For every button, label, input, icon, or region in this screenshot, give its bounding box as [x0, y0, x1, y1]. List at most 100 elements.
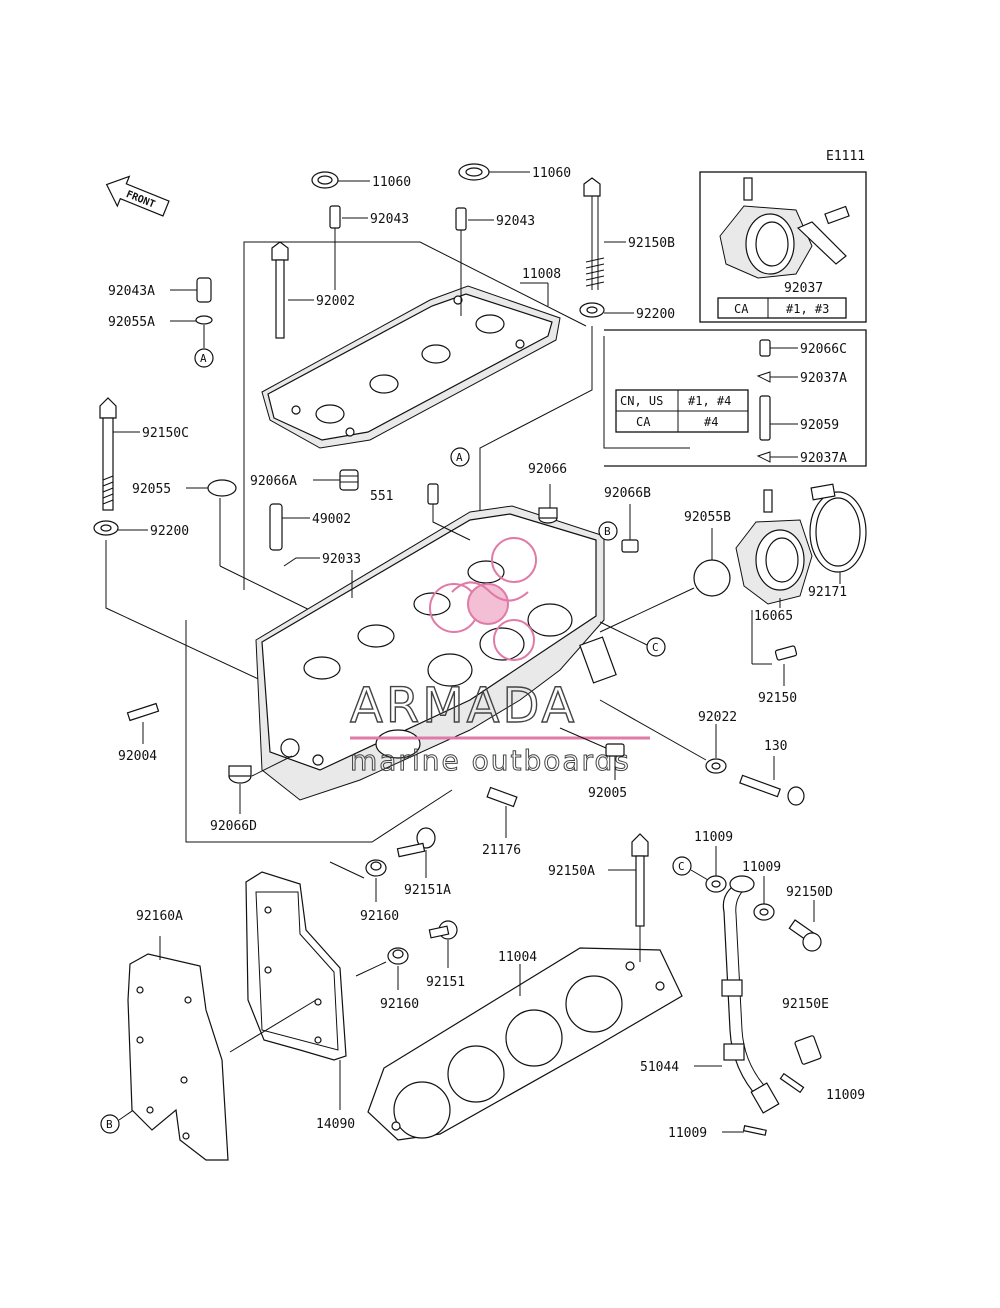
label-92043a: 92043A	[108, 284, 155, 299]
plug-part	[538, 484, 558, 524]
boundary-lines	[105, 241, 772, 843]
dowel-pin-part	[329, 205, 368, 290]
table-mid-region-2: CA	[636, 415, 651, 429]
bolt-part	[774, 645, 798, 686]
label-11009-c: 11009	[826, 1088, 865, 1103]
table-top-col2: #1, #3	[786, 302, 829, 316]
label-92004: 92004	[118, 749, 157, 764]
callout-marker-c: C	[672, 856, 709, 881]
label-92151a: 92151A	[404, 883, 451, 898]
label-92151: 92151	[426, 975, 465, 990]
head-gasket-part	[367, 947, 683, 1141]
table-mid-region-1: CN, US	[620, 394, 663, 408]
label-92037a-a: 92037A	[800, 371, 847, 386]
watermark: ARMADA marine outboards	[349, 537, 650, 778]
label-11009-a: 11009	[694, 830, 733, 845]
cylinder-head-part	[255, 505, 617, 801]
bolt-part	[271, 241, 314, 339]
label-51044: 51044	[640, 1060, 679, 1075]
gasket-cover-part	[229, 871, 347, 1110]
label-92150b: 92150B	[628, 236, 675, 251]
svg-text:B: B	[604, 525, 611, 538]
clamp-part	[809, 483, 867, 584]
label-92150d: 92150D	[786, 885, 833, 900]
bolt-part	[739, 756, 805, 806]
camshaft-holder-part	[261, 285, 561, 449]
label-11060-a: 11060	[372, 175, 411, 190]
label-92150c: 92150C	[142, 426, 189, 441]
bolt-part	[428, 920, 458, 968]
label-92059: 92059	[800, 418, 839, 433]
label-92066a: 92066A	[250, 474, 297, 489]
svg-text:A: A	[456, 451, 463, 464]
label-92066b: 92066B	[604, 486, 651, 501]
plug-part	[779, 1035, 822, 1094]
seal-ring-part	[458, 163, 530, 181]
label-14090: 14090	[316, 1117, 355, 1132]
collar-part	[355, 947, 409, 990]
label-92066: 92066	[528, 462, 567, 477]
label-92160-b: 92160	[380, 997, 419, 1012]
label-11060-b: 11060	[532, 166, 571, 181]
plug-part	[621, 504, 639, 553]
variant-frame-mid: CN, US #1, #4 CA #4 92066C 92037A 92059 …	[604, 329, 867, 467]
hose-part	[694, 875, 780, 1114]
svg-text:B: B	[106, 1118, 113, 1131]
watermark-logo-icon	[429, 537, 537, 661]
label-11004: 11004	[498, 950, 537, 965]
watermark-brand: ARMADA	[350, 678, 577, 734]
guide-part	[269, 503, 310, 551]
washer-part	[705, 846, 727, 893]
throttle-body-part	[735, 489, 813, 608]
label-16065: 16065	[754, 609, 793, 624]
label-92037-a: 92037	[784, 281, 823, 296]
callout-marker-a: A	[450, 447, 470, 467]
bolt-part	[608, 833, 649, 962]
collar-part	[329, 859, 387, 902]
label-92200-a: 92200	[636, 307, 675, 322]
label-11009-b: 11009	[742, 860, 781, 875]
label-92171: 92171	[808, 585, 847, 600]
label-551: 551	[370, 489, 393, 504]
callout-marker-a: A	[194, 348, 214, 368]
label-92150e: 92150E	[782, 997, 829, 1012]
plug-part	[228, 755, 293, 814]
label-21176: 21176	[482, 843, 521, 858]
label-11008: 11008	[522, 267, 561, 282]
clip-part	[283, 557, 320, 567]
label-92033: 92033	[322, 552, 361, 567]
label-92160-a: 92160	[360, 909, 399, 924]
label-92002: 92002	[316, 294, 355, 309]
fitting-part	[559, 727, 625, 780]
svg-text:A: A	[200, 352, 207, 365]
dowel-pin-part	[170, 277, 212, 303]
washer-part	[579, 302, 634, 318]
label-92055b: 92055B	[684, 510, 731, 525]
o-ring-part	[599, 528, 731, 633]
cover-plate-part	[127, 936, 229, 1161]
label-92200-b: 92200	[150, 524, 189, 539]
label-92005: 92005	[588, 786, 627, 801]
label-92055a: 92055A	[108, 315, 155, 330]
dowel-pin-part	[455, 207, 494, 316]
svg-text:C: C	[678, 860, 685, 873]
front-arrow-icon: FRONT	[105, 175, 170, 217]
callout-marker-b: B	[598, 521, 618, 541]
label-92150: 92150	[758, 691, 797, 706]
label-49002: 49002	[312, 512, 351, 527]
bolt-part	[583, 177, 626, 290]
o-ring-part	[170, 315, 213, 348]
plug-part	[313, 469, 359, 491]
callout-marker-c: C	[599, 621, 666, 657]
watermark-tagline: marine outboards	[350, 744, 631, 777]
pin-part	[427, 483, 471, 541]
washer-part	[599, 699, 727, 774]
bolt-part	[396, 827, 436, 878]
label-92037a-b: 92037A	[800, 451, 847, 466]
label-130: 130	[764, 739, 787, 754]
label-92055: 92055	[132, 482, 171, 497]
label-92160a: 92160A	[136, 909, 183, 924]
label-92066d: 92066D	[210, 819, 257, 834]
washer-part	[93, 520, 148, 536]
